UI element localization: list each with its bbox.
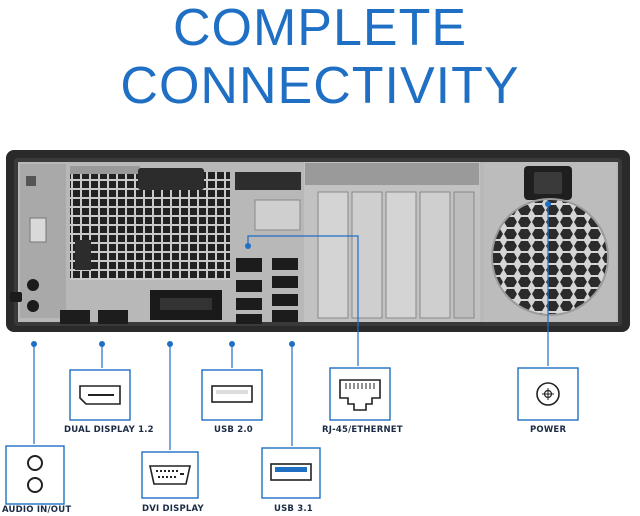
callout-lines (33, 204, 549, 450)
port-label-dual-display: DUAL DISPLAY 1.2 (64, 425, 154, 435)
dvi-port-icon (141, 451, 199, 499)
port-label-usb2: USB 2.0 (214, 425, 253, 435)
display-ports (60, 290, 222, 324)
headline-line-1: COMPLETE (172, 0, 468, 57)
port-label-dvi: DVI DISPLAY (142, 504, 204, 514)
audio-jack-icon (5, 445, 65, 505)
usb-stacks (236, 258, 298, 324)
power-connector-icon (517, 367, 579, 421)
power-supply (484, 162, 616, 322)
left-io-bracket (10, 164, 66, 318)
headline-line-2: CONNECTIVITY (120, 57, 520, 115)
port-label-power: POWER (530, 425, 567, 435)
port-label-rj45: RJ-45/ETHERNET (322, 425, 403, 435)
usb-3-port-icon (261, 447, 321, 499)
usb-2-port-icon (201, 369, 263, 421)
expansion-slots (304, 162, 480, 322)
rear-vent-grill (70, 166, 301, 280)
port-label-audio: AUDIO IN/OUT (2, 505, 72, 515)
port-label-usb3: USB 3.1 (274, 504, 313, 514)
displayport-icon (69, 369, 131, 421)
audio-jack-2 (27, 300, 39, 312)
callout-dots (31, 201, 551, 347)
audio-jack-1 (27, 279, 39, 291)
ethernet-port-icon (329, 367, 391, 421)
